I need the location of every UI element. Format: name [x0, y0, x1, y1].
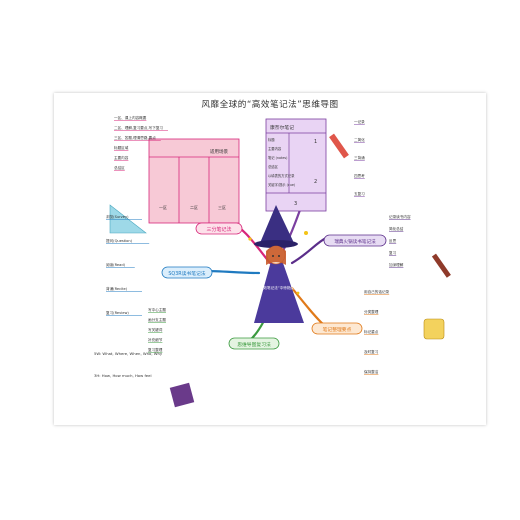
sanfen-item: 主要内容: [114, 155, 129, 160]
sq3r-label: SQ3R读书笔记法: [168, 270, 205, 277]
pencil-icon: [329, 133, 349, 159]
sanfen-label: 三分笔记法: [206, 226, 231, 233]
kangnaier-box-line: 笔记 (notes): [268, 155, 287, 160]
star-icon-3: [296, 291, 300, 295]
kangnaier-box-line: 主要内容: [268, 146, 282, 151]
witch-hat: [260, 205, 294, 243]
sq3r-item: 复习(Review): [106, 310, 129, 315]
yaodian-item: 保持整洁: [364, 369, 379, 374]
triangle-ruler-icon: [109, 204, 147, 234]
sq3r-item: 背诵(Recite): [106, 286, 128, 291]
mindmap-poster: 风靡全球的“高效笔记法”思维导图 一区 二区 三区 适用场景 一区、课上内容概要…: [54, 93, 486, 425]
siwei-item: 补充细节: [148, 337, 163, 342]
xuejian-item: 反思: [389, 238, 397, 243]
sq3r-label-bubble: [161, 266, 213, 279]
siwei-question: 5W: What, Where, When, Who, Why: [94, 351, 163, 356]
kangnaier-box-line: 以填表的方式记录: [268, 173, 295, 178]
sq3r-block: SQ3R读书笔记法 浏览(Survey) 提问(Question) 阅读(Read)…: [106, 214, 213, 316]
kangnaier-item: 一记录: [354, 119, 365, 124]
box-number-3: 3: [294, 201, 297, 207]
sq3r-item: 浏览(Survey): [106, 214, 129, 219]
kangnaier-box-line: 总结区: [268, 164, 279, 169]
connector-xuejian: [290, 236, 328, 265]
kangnaier-box-line: 关键字/提示 (cue): [268, 182, 295, 187]
yaodian-label-bubble: [311, 322, 363, 335]
mindmap-canvas: 一区 二区 三区 适用场景 一区、课上内容概要二区、理解,复习要点,写下复习三区…: [94, 115, 451, 408]
kangnaier-item: 三背诵: [354, 155, 365, 160]
yaodian-item: 标记重点: [364, 329, 379, 334]
pencil-icon-2: [431, 253, 451, 278]
book-icon: [169, 382, 195, 408]
siwei-label-bubble: [228, 337, 280, 350]
sanfen-block: 一区 二区 三区 适用场景 一区、课上内容概要二区、理解,复习要点,写下复习三区…: [109, 115, 243, 235]
sanfen-item: 二区、理解,复习要点,写下复习: [114, 125, 163, 130]
siwei-question: 3H: How, How much, How feel: [94, 373, 152, 378]
xuejian-item: 简化总结: [389, 226, 404, 231]
kangnaier-box: [265, 118, 327, 212]
yaodian-item: 及时复习: [364, 349, 379, 354]
sanfen-item: 一区、课上内容概要: [114, 115, 147, 120]
yaodian-item: 用自己的话记录: [364, 289, 390, 294]
notebook-icon: [423, 318, 445, 340]
sq3r-item: 提问(Question): [106, 238, 133, 243]
central-illustration: 在大“高效笔记法”中惊艳绽放吧: [248, 205, 308, 323]
yaodian-item: 分类整理: [364, 309, 379, 314]
xuejian-item: 复习: [389, 250, 397, 255]
grid-right-label: 适用场景: [210, 148, 228, 155]
xuejian-item: 记录读书内容: [389, 214, 411, 219]
sanfen-label-bubble: [195, 222, 243, 235]
xuejian-label: 瑞典火锅读书笔记法: [334, 238, 376, 245]
kangnaier-box-line: 标题: [268, 137, 275, 142]
star-icon: [304, 231, 308, 235]
xuejian-label-bubble: [323, 234, 387, 247]
sanfen-item: 三区、答题,理清思路,要点: [114, 135, 156, 140]
siwei-item: 写关键词: [148, 327, 163, 332]
kangnaier-item: 四思考: [354, 173, 365, 178]
witch-cloak: [254, 243, 304, 323]
siwei-item: 画分支主题: [148, 317, 166, 322]
siwei-item: 复习整理: [148, 347, 163, 352]
box-number-2: 2: [314, 179, 317, 185]
sanfen-sheet: [148, 138, 240, 224]
sanfen-item: 总结区: [114, 165, 125, 170]
kangnaier-item: 二简化: [354, 137, 365, 142]
kangnaier-box-title: 康奈尔笔记: [270, 124, 294, 131]
center-caption: 在大“高效笔记法”中惊艳绽放吧: [251, 285, 302, 290]
sq3r-item: 阅读(Read): [106, 262, 126, 267]
siwei-item: 写中心主题: [148, 307, 166, 312]
grid-col1-label: 一区: [159, 205, 167, 210]
sanfen-item: 标题区域: [114, 145, 129, 150]
box-number-1: 1: [314, 139, 317, 145]
xuejian-item: 加深理解: [389, 262, 404, 267]
poster-title: 风靡全球的“高效笔记法”思维导图: [201, 100, 339, 110]
star-icon-2: [248, 237, 252, 241]
grid-col2-label: 二区: [190, 205, 198, 210]
kangnaier-item: 五复习: [354, 191, 365, 196]
grid-col3-label: 三区: [218, 205, 226, 210]
yaodian-label: 笔记整理要点: [323, 326, 352, 333]
siwei-label: 思维导图复习法: [237, 341, 271, 348]
